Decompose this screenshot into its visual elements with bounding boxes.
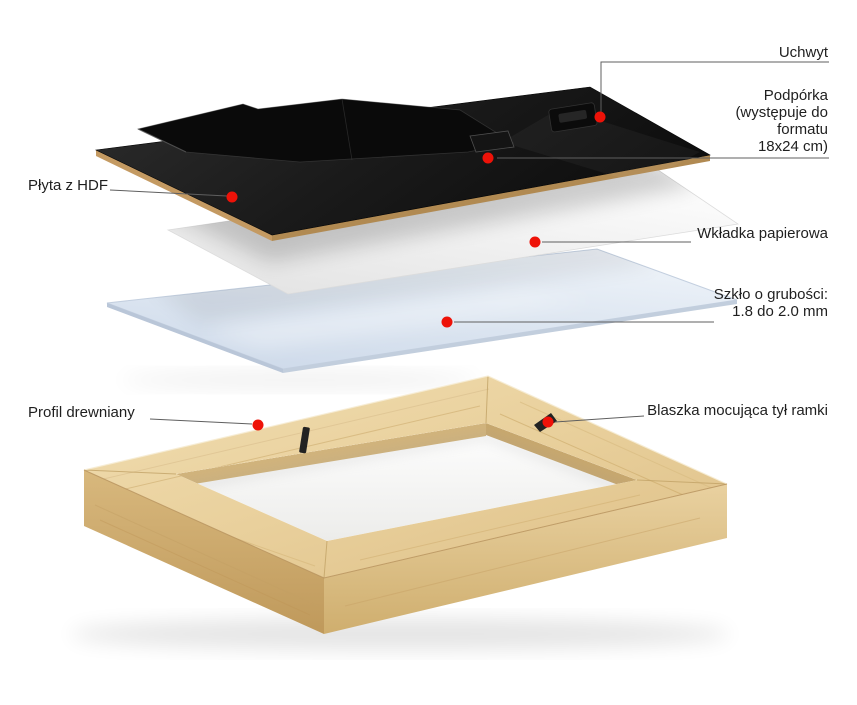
frame-top-face [84, 376, 727, 578]
frame-side-right [324, 484, 727, 634]
hdf-board-edge-left [96, 150, 272, 241]
wood-frame [70, 375, 730, 650]
connector-blaszka [554, 415, 645, 423]
marker-blaszka-dot [542, 416, 554, 428]
frame-inner-face-left [176, 423, 486, 487]
connector-lines [109, 61, 829, 425]
connector-profil [149, 418, 253, 425]
kickstand [136, 98, 515, 163]
marker-profil-dot [252, 419, 264, 431]
kickstand-fold-line [341, 98, 353, 161]
marker-uchwyt-dot [594, 111, 606, 123]
frame-side-left [84, 470, 324, 634]
glass-edge-right [283, 300, 737, 373]
marker-plyta-dot [226, 191, 238, 203]
metal-tab-left [299, 426, 310, 454]
kickstand-edge-highlight [137, 128, 187, 153]
connector-uchwyt [600, 61, 829, 112]
label-glass: Szkło o grubości: 1.8 do 2.0 mm [713, 286, 828, 320]
label-paper-insert: Wkładka papierowa [697, 225, 828, 242]
kickstand-hinge [469, 130, 515, 153]
marker-dots [226, 111, 606, 431]
label-hdf-board: Płyta z HDF [28, 177, 109, 194]
frame-inner-face-right [486, 423, 637, 492]
frame-shadow [70, 618, 730, 650]
frame-miter-joints [83, 375, 728, 579]
label-support-stand: Podpórka (występuje do formatu 18x24 cm) [735, 87, 828, 155]
label-fixing-plate: Blaszka mocująca tył ramki [647, 402, 828, 419]
label-hanger: Uchwyt [778, 44, 828, 61]
hdf-board [94, 86, 711, 241]
hanger [548, 102, 598, 133]
label-wooden-profile: Profil drewniany [28, 404, 135, 421]
glass-edge-left [107, 303, 283, 373]
hdf-board-edge-right [272, 155, 710, 241]
marker-szklo-dot [441, 316, 453, 328]
frame-backing [176, 423, 637, 541]
marker-podporka-dot [482, 152, 494, 164]
connector-plyta [109, 189, 228, 197]
marker-wkladka-dot [529, 236, 541, 248]
